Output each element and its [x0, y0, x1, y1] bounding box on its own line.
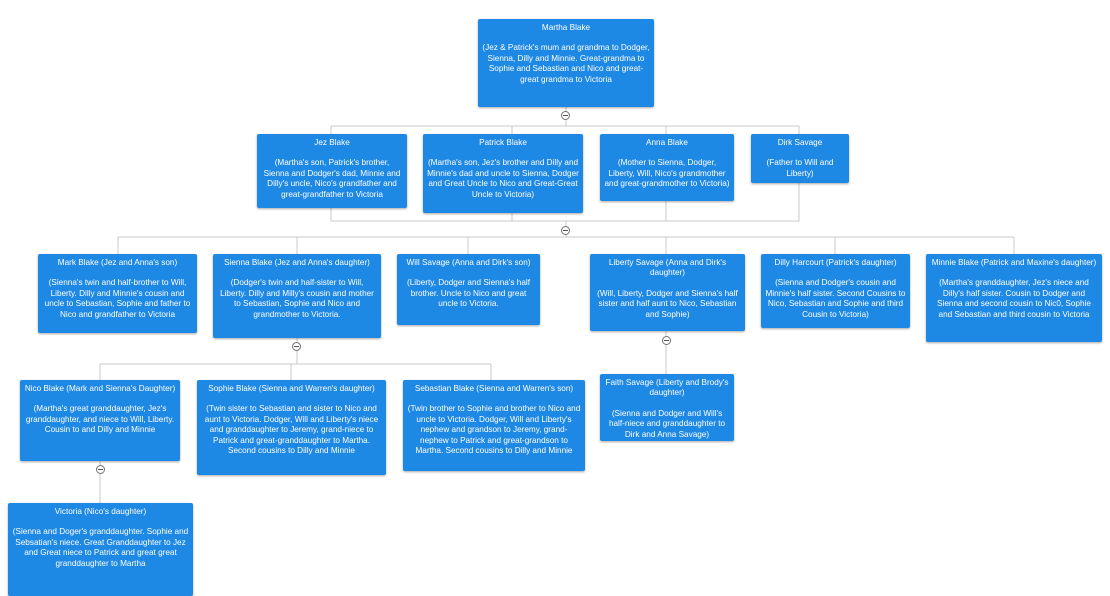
node-martha-blake[interactable]: Martha Blake (Jez & Patrick's mum and gr… [478, 19, 654, 107]
node-title: Nico Blake (Mark and Sienna's Daughter) [24, 384, 176, 393]
node-patrick-blake[interactable]: Patrick Blake (Martha's son, Jez's broth… [423, 134, 583, 213]
node-title: Mark Blake (Jez and Anna's son) [57, 258, 178, 267]
node-sophie-blake[interactable]: Sophie Blake (Sienna and Warren's daught… [197, 380, 386, 475]
node-title: Sophie Blake (Sienna and Warren's daught… [208, 384, 375, 393]
node-description: (Sienna's twin and half-brother to Will,… [44, 278, 191, 319]
node-will-savage[interactable]: Will Savage (Anna and Dirk's son) (Liber… [397, 254, 540, 325]
node-title: Anna Blake [646, 138, 688, 147]
node-anna-blake[interactable]: Anna Blake (Mother to Sienna, Dodger, Li… [600, 134, 734, 201]
node-description: (Sienna and Dodger and Will's half-niece… [608, 408, 726, 439]
node-description: (Sienna and Doger's granddaughter. Sophi… [12, 527, 189, 568]
node-mark-blake[interactable]: Mark Blake (Jez and Anna's son) (Sienna'… [38, 254, 197, 333]
node-nico-blake[interactable]: Nico Blake (Mark and Sienna's Daughter) … [20, 380, 180, 461]
node-liberty-savage[interactable]: Liberty Savage (Anna and Dirk's daughter… [590, 254, 745, 331]
node-title: Minnie Blake (Patrick and Maxine's daugh… [931, 258, 1097, 267]
node-title: Sienna Blake (Jez and Anna's daughter) [224, 258, 370, 267]
node-description: (Mother to Sienna, Dodger, Liberty, Will… [604, 158, 730, 189]
node-title: Liberty Savage (Anna and Dirk's daughter… [608, 258, 727, 278]
node-description: (Martha's son, Jez's brother and Dilly a… [427, 158, 579, 199]
node-dilly-harcourt[interactable]: Dilly Harcourt (Patrick's daughter) (Sie… [761, 254, 910, 328]
node-title: Faith Savage (Liberty and Brody's daught… [605, 378, 729, 398]
node-description: (Martha's granddaughter, Jez's niece and… [937, 278, 1091, 319]
node-minnie-blake[interactable]: Minnie Blake (Patrick and Maxine's daugh… [926, 254, 1102, 342]
node-description: (Father to Will and Liberty) [766, 158, 834, 178]
node-description: (Will, Liberty, Dodger and Sienna's half… [597, 288, 738, 319]
node-sienna-blake[interactable]: Sienna Blake (Jez and Anna's daughter) (… [213, 254, 381, 338]
node-description: (Sienna and Dodger's cousin and Minnie's… [765, 278, 906, 319]
node-description: (Liberty, Dodger and Sienna's half broth… [407, 278, 530, 309]
node-victoria[interactable]: Victoria (Nico's daughter) (Sienna and D… [8, 503, 193, 596]
collapse-minus-icon[interactable] [561, 226, 570, 235]
node-description: (Dodger's twin and half-sister to Will, … [220, 278, 374, 319]
node-jez-blake[interactable]: Jez Blake (Martha's son, Patrick's broth… [257, 134, 407, 208]
node-title: Sebastian Blake (Sienna and Warren's son… [414, 384, 574, 393]
node-description: (Jez & Patrick's mum and grandma to Dodg… [482, 43, 650, 84]
node-sebastian-blake[interactable]: Sebastian Blake (Sienna and Warren's son… [403, 380, 585, 471]
collapse-minus-icon[interactable] [292, 342, 301, 351]
node-description: (Twin brother to Sophie and brother to N… [407, 404, 581, 456]
node-title: Dilly Harcourt (Patrick's daughter) [774, 258, 897, 267]
node-dirk-savage[interactable]: Dirk Savage (Father to Will and Liberty) [751, 134, 849, 183]
node-faith-savage[interactable]: Faith Savage (Liberty and Brody's daught… [600, 374, 734, 441]
node-description: (Martha's great granddaughter, Jez's gra… [25, 404, 175, 435]
node-description: (Martha's son, Patrick's brother, Sienna… [263, 158, 401, 199]
node-title: Patrick Blake [479, 138, 527, 147]
node-title: Jez Blake [314, 138, 350, 147]
node-title: Will Savage (Anna and Dirk's son) [406, 258, 531, 267]
collapse-minus-icon[interactable] [561, 111, 570, 120]
node-description: (Twin sister to Sebastian and sister to … [204, 404, 379, 456]
collapse-minus-icon[interactable] [96, 465, 105, 474]
node-title: Victoria (Nico's daughter) [54, 507, 147, 516]
collapse-minus-icon[interactable] [662, 336, 671, 345]
node-title: Martha Blake [541, 23, 591, 32]
node-title: Dirk Savage [777, 138, 823, 147]
